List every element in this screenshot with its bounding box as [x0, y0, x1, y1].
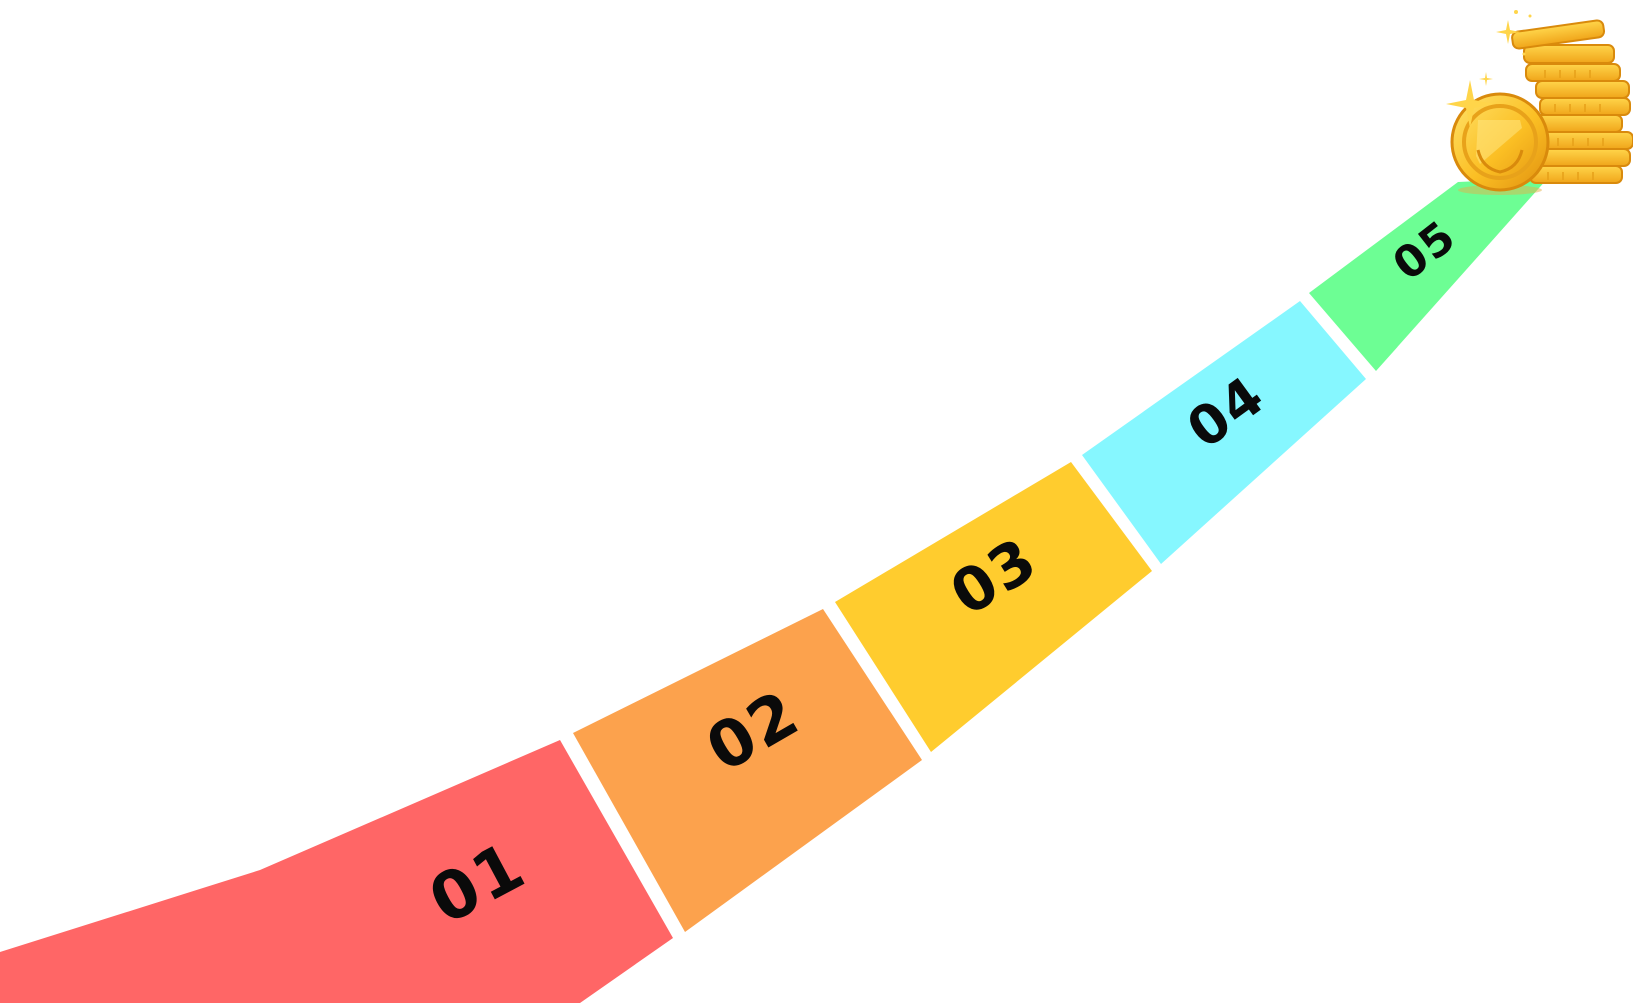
gold-coin-stack-icon: [1446, 10, 1633, 195]
step-segment-02: 02: [573, 609, 922, 932]
step-band-03: [835, 462, 1152, 752]
step-segment-01: 01: [0, 740, 673, 1003]
coin-stack: [1511, 19, 1633, 184]
big-coin: [1450, 92, 1550, 195]
step-band-05: [1309, 178, 1548, 371]
step-segment-03: 03: [835, 462, 1152, 752]
step-segment-04: 04: [1082, 301, 1366, 564]
step-band-04: [1082, 301, 1366, 564]
step-band-01: [0, 740, 673, 1003]
step-band-02: [573, 609, 922, 932]
step-segment-05: 05: [1309, 178, 1548, 371]
sparkle-icons: [1446, 10, 1532, 128]
